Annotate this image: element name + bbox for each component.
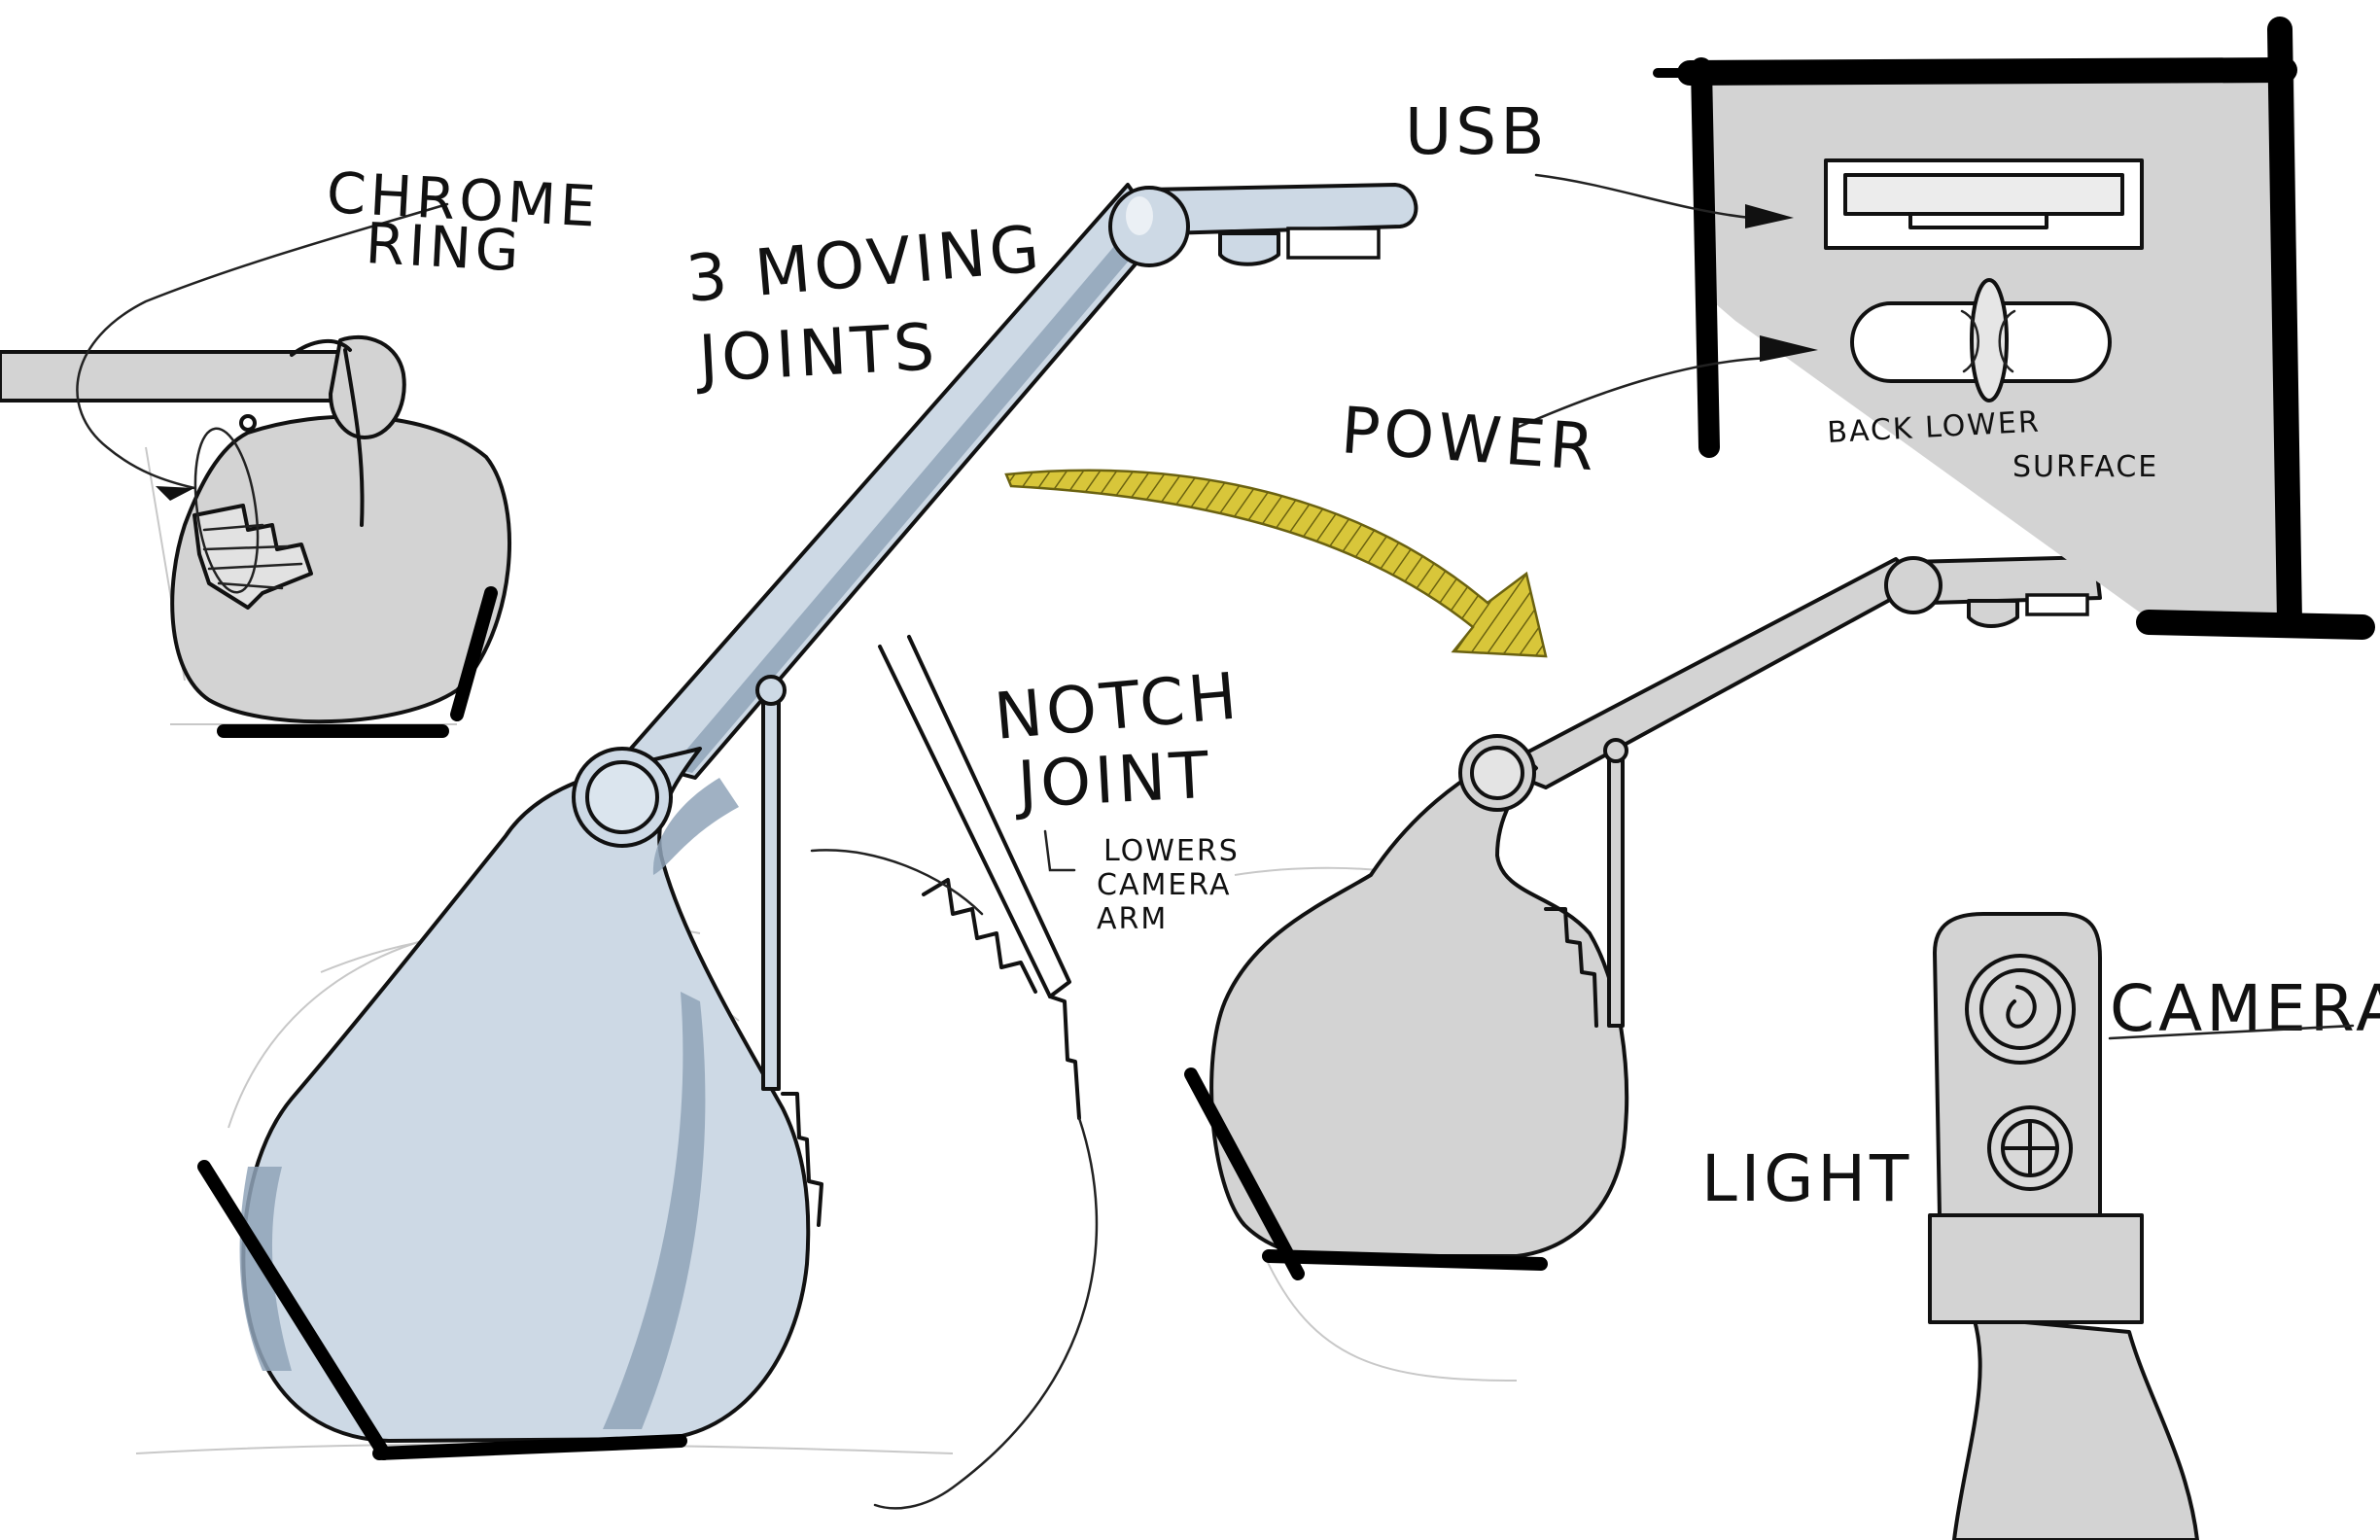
label-chrome-ring-line2: RING bbox=[364, 210, 524, 284]
label-notch-note-line1: LOWERS bbox=[1103, 834, 1240, 868]
label-light: LIGHT bbox=[1701, 1141, 1912, 1216]
label-notch-note-line3: ARM bbox=[1097, 902, 1168, 936]
grey-lamp-drawing bbox=[1184, 555, 2102, 1382]
label-power: POWER bbox=[1339, 393, 1600, 485]
label-usb: USB bbox=[1405, 94, 1548, 169]
label-camera: CAMERA bbox=[2110, 971, 2380, 1046]
label-chrome-ring-line1: CHROME bbox=[325, 159, 601, 240]
label-back-lower-surface-line2: SURFACE bbox=[2012, 450, 2158, 484]
back-panel-detail bbox=[1515, 17, 2375, 640]
label-notch-joint-line2: JOINT bbox=[1012, 738, 1214, 823]
blue-lamp-drawing bbox=[135, 183, 1418, 1460]
notch-joint-detail bbox=[810, 635, 1099, 1510]
transition-arrow bbox=[1004, 469, 1548, 658]
chrome-ring-detail bbox=[0, 202, 511, 738]
camera-head-detail bbox=[1928, 912, 2199, 1540]
label-moving-joints-line1: 3 MOVING bbox=[683, 211, 1046, 317]
label-notch-note-line2: CAMERA bbox=[1097, 868, 1231, 902]
label-moving-joints-line2: JOINTS bbox=[693, 309, 940, 397]
